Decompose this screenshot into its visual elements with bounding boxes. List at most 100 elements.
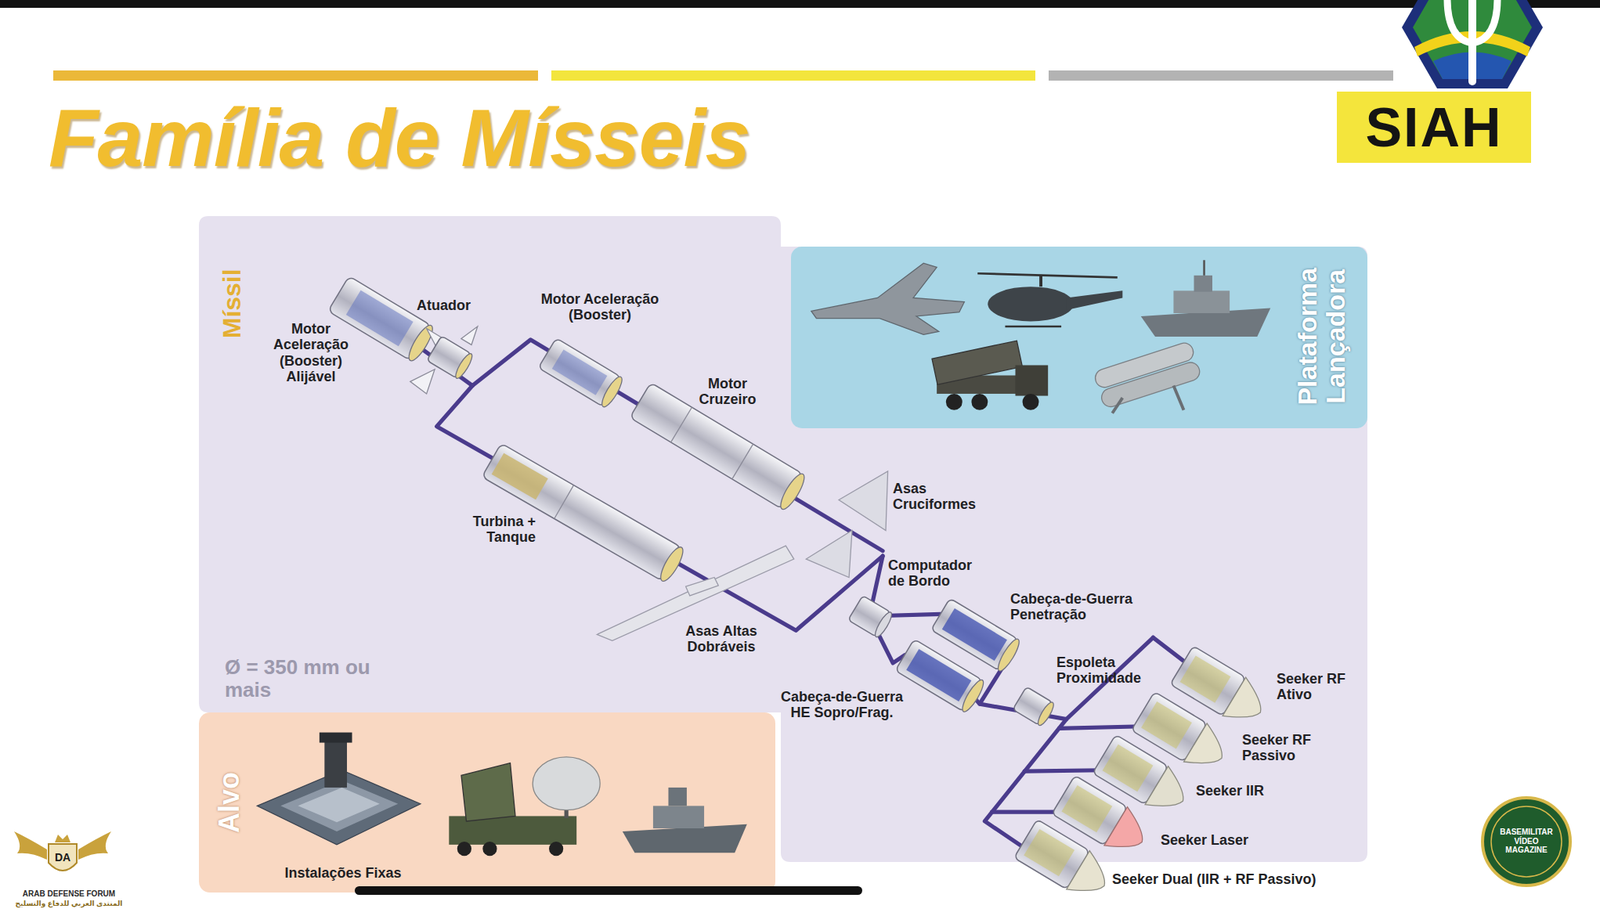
panel-heading: Alvo xyxy=(214,755,245,850)
label-holder: Cabeça-de-Guerra Penetração xyxy=(1010,591,1148,624)
cruise-motor xyxy=(776,470,809,513)
platform-illustration xyxy=(790,246,1368,429)
dimension-note: Ø = 350 mm ou mais xyxy=(224,656,386,701)
helicopter xyxy=(987,286,1073,322)
warship xyxy=(1141,260,1271,337)
truck-launcher xyxy=(931,340,1023,385)
warship xyxy=(1194,275,1213,293)
part-label: Computador de Bordo xyxy=(888,557,983,590)
part-label: Cabeça-de-Guerra Penetração xyxy=(1010,591,1148,624)
fixed-installation xyxy=(280,780,398,832)
hexagon-logo xyxy=(1401,0,1543,89)
canister-launcher xyxy=(1112,397,1123,414)
part-label: Turbina + Tanque xyxy=(457,513,536,546)
radar-vehicle xyxy=(548,841,564,856)
target-illustration xyxy=(256,733,747,857)
seeker-rf-active xyxy=(1222,677,1272,732)
panel-fill xyxy=(198,712,776,893)
helicopter xyxy=(1004,325,1062,329)
truck-launcher xyxy=(1022,393,1040,411)
label-holder: DA xyxy=(54,852,71,864)
forum-logo xyxy=(54,834,71,843)
helicopter xyxy=(977,273,1118,278)
folding-wings xyxy=(686,577,719,596)
he-warhead xyxy=(959,677,987,715)
onboard-computer xyxy=(848,595,895,640)
label-holder: Motor Aceleração (Booster) Alijável xyxy=(262,321,361,385)
part-label: Motor Aceleração (Booster) xyxy=(533,291,667,324)
label-holder: Ø = 350 mm ou mais xyxy=(224,656,386,701)
target-ship xyxy=(622,824,748,853)
seeker-rf-active xyxy=(1180,655,1232,703)
fixed-installation xyxy=(324,736,347,788)
label-holder: Instalações Fixas xyxy=(284,865,401,882)
title-holder: Família de Mísseis xyxy=(48,95,750,181)
part-label: Atuador xyxy=(416,297,471,314)
label-holder: Seeker Dual (IIR + RF Passivo) xyxy=(1112,871,1317,888)
label-holder: Asas Cruciformes xyxy=(892,480,987,513)
jettisonable-booster xyxy=(346,290,414,347)
proximity-fuze xyxy=(1012,686,1056,728)
watermark: المنتدى العربي للدفاع والتسليح xyxy=(15,900,123,909)
cruciform-wings xyxy=(838,471,889,531)
label-holder: Asas Altas Dobráveis xyxy=(680,623,763,656)
watermark: ARAB DEFENSE FORUM xyxy=(22,889,116,899)
panel-heading: Plataforma Lançadora xyxy=(1293,260,1349,414)
cruise-motor xyxy=(732,444,754,480)
panel-shape xyxy=(790,246,1368,429)
label-holder: المنتدى العربي للدفاع والتسليح xyxy=(15,900,123,909)
part-label: Seeker IIR xyxy=(1195,783,1265,799)
actuator xyxy=(426,335,475,381)
truck-launcher xyxy=(931,340,1048,411)
radar-vehicle xyxy=(532,757,600,811)
penetration-warhead xyxy=(994,636,1023,674)
turbine-tank xyxy=(491,453,549,501)
onboard-computer xyxy=(872,610,895,640)
part-label: Espoleta Proximidade xyxy=(1056,654,1155,687)
forum-logo xyxy=(48,844,77,871)
logo-box: SIAH xyxy=(1336,91,1532,163)
label-holder: Motor Cruzeiro xyxy=(692,375,763,409)
heading-holder: Alvo xyxy=(214,755,245,850)
label-holder: Seeker IIR xyxy=(1195,783,1265,799)
penetration-warhead xyxy=(942,608,1008,661)
fighter-jet xyxy=(811,263,965,335)
cruciform-wings xyxy=(805,471,888,578)
actuator-fins xyxy=(461,326,478,345)
top-band xyxy=(0,0,1600,8)
label-holder: Seeker Laser xyxy=(1160,832,1249,849)
turbine-tank xyxy=(481,443,682,582)
panel-heading: Míssil xyxy=(219,252,246,355)
forum-logo xyxy=(14,831,112,871)
module-wiring xyxy=(1024,770,1102,772)
helicopter xyxy=(1039,275,1043,287)
label-holder: Seeker RF Passivo xyxy=(1242,732,1325,765)
seeker-iir xyxy=(1144,766,1195,821)
fixed-installation xyxy=(297,787,380,823)
target-ship xyxy=(653,805,705,829)
label-holder: Turbina + Tanque xyxy=(457,513,536,546)
magazine-logo xyxy=(1482,798,1571,886)
seeker-dual xyxy=(1066,851,1117,906)
canister-launcher xyxy=(1093,340,1203,414)
header-bars xyxy=(1048,70,1394,81)
seeker-rf-passive xyxy=(1141,701,1192,749)
truck-launcher xyxy=(971,393,988,411)
label-holder: Computador de Bordo xyxy=(888,557,983,590)
magazine-logo xyxy=(1491,806,1562,878)
radar-vehicle xyxy=(448,757,600,856)
truck-launcher xyxy=(1014,364,1048,396)
part-label: Seeker Laser xyxy=(1160,832,1249,849)
header-bars xyxy=(53,70,539,81)
cruise-motor xyxy=(671,407,693,443)
scroll-indicator xyxy=(354,886,863,896)
label-holder: ARAB DEFENSE FORUM xyxy=(22,889,116,899)
target-ship xyxy=(668,787,687,806)
hexagon-logo xyxy=(1447,0,1498,44)
warship xyxy=(1202,260,1206,276)
helicopter xyxy=(1066,290,1124,311)
turbine-tank xyxy=(657,544,687,585)
label-holder: Espoleta Proximidade xyxy=(1056,654,1155,687)
seeker-rf-passive xyxy=(1184,723,1234,778)
header-bars xyxy=(551,70,1036,81)
